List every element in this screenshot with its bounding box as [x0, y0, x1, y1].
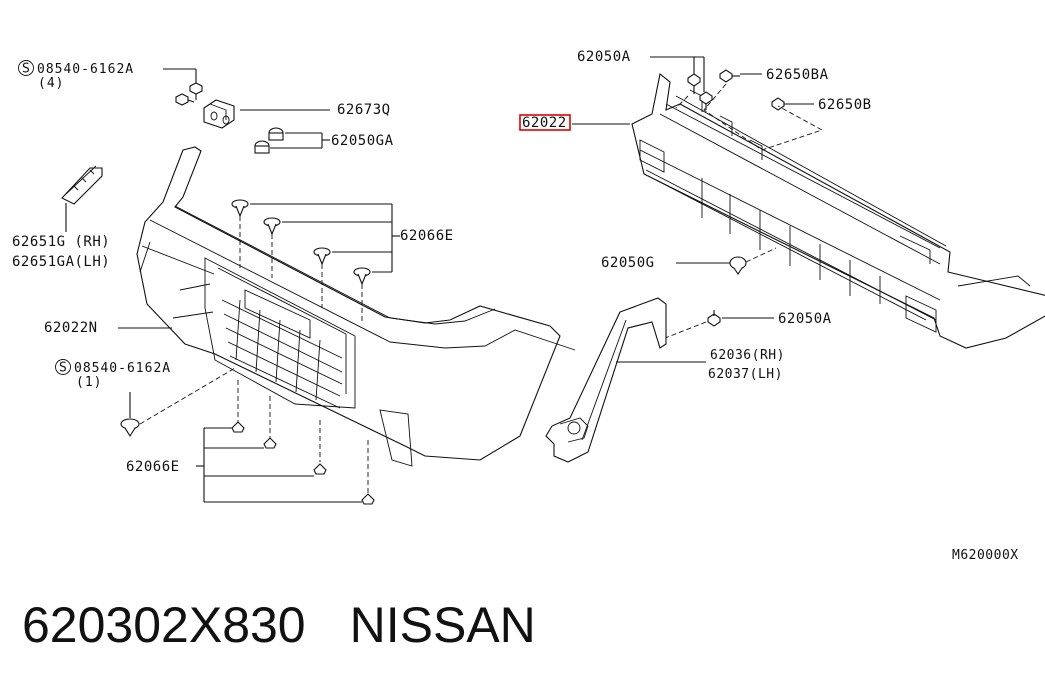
label-08540-6162A-bottom[interactable]: 08540-6162A [74, 361, 171, 376]
clip-icon[interactable] [353, 267, 371, 286]
screw-icon[interactable] [189, 82, 203, 100]
clip-icon[interactable] [231, 199, 249, 218]
clip-icon[interactable] [263, 437, 277, 449]
clip-group-lower-62066E [196, 380, 375, 505]
bumper-stay-62036[interactable] [545, 297, 667, 463]
label-62650B[interactable]: 62650B [818, 97, 872, 113]
label-62037-LH[interactable]: 62037(LH) [708, 367, 783, 382]
screw-icon[interactable] [175, 93, 195, 106]
label-08540-6162A-top[interactable]: 08540-6162A [37, 62, 134, 77]
label-62050G[interactable]: 62050G [601, 255, 655, 271]
s-symbol-circle [18, 60, 34, 76]
part-caption: 620302X830 NISSAN [22, 596, 536, 654]
label-qty-4: (4) [38, 76, 64, 91]
brand-name: NISSAN [349, 597, 536, 653]
clip-icon[interactable] [361, 493, 375, 505]
part-number: 620302X830 [22, 597, 306, 653]
clip-icon[interactable] [729, 256, 747, 275]
label-62651GA-LH[interactable]: 62651GA(LH) [12, 254, 110, 270]
label-62050A-right[interactable]: 62050A [778, 311, 832, 327]
s-symbol-circle [55, 359, 71, 375]
clip-icon[interactable] [313, 463, 327, 475]
label-62650BA[interactable]: 62650BA [766, 67, 829, 83]
clip-icon[interactable] [263, 217, 281, 236]
bumper-armature-62022[interactable] [631, 73, 1045, 349]
bolt-icon[interactable] [719, 69, 740, 83]
diagram-reference: M620000X [952, 548, 1019, 563]
clip-icon[interactable] [231, 421, 245, 433]
label-qty-1: (1) [76, 375, 102, 390]
s-symbol-text: S [22, 62, 31, 77]
label-62066E-upper[interactable]: 62066E [400, 228, 454, 244]
bolt-icon[interactable] [707, 310, 721, 327]
s-symbol-text: S [59, 361, 68, 376]
label-62022[interactable]: 62022 [522, 115, 567, 131]
label-62022N[interactable]: 62022N [44, 320, 98, 336]
clip-group-upper-62066E [231, 199, 400, 322]
label-62050A-top[interactable]: 62050A [577, 49, 631, 65]
label-62066E-lower[interactable]: 62066E [126, 459, 180, 475]
side-bracket-62651G[interactable] [61, 165, 103, 205]
screw-group-top-left: S 08540-6162A (4) 62673Q [18, 60, 394, 154]
clip-62050GA[interactable] [254, 127, 284, 154]
label-62673Q[interactable]: 62673Q [337, 102, 391, 118]
label-62036-RH[interactable]: 62036(RH) [710, 348, 785, 363]
bumper-fascia-62022N[interactable] [136, 146, 576, 467]
bracket-62673Q[interactable] [203, 99, 235, 129]
label-62651G-RH[interactable]: 62651G (RH) [12, 234, 110, 250]
label-62050GA[interactable]: 62050GA [331, 133, 394, 149]
clip-icon[interactable] [313, 247, 331, 266]
bolt-icon[interactable] [687, 73, 701, 94]
bolt-icon[interactable] [771, 97, 785, 111]
screw-icon[interactable] [120, 418, 140, 438]
highlight-box [519, 114, 571, 131]
bolt-icon[interactable] [699, 91, 713, 110]
screw-group-bottom-left: S 08540-6162A (1) [55, 359, 236, 438]
